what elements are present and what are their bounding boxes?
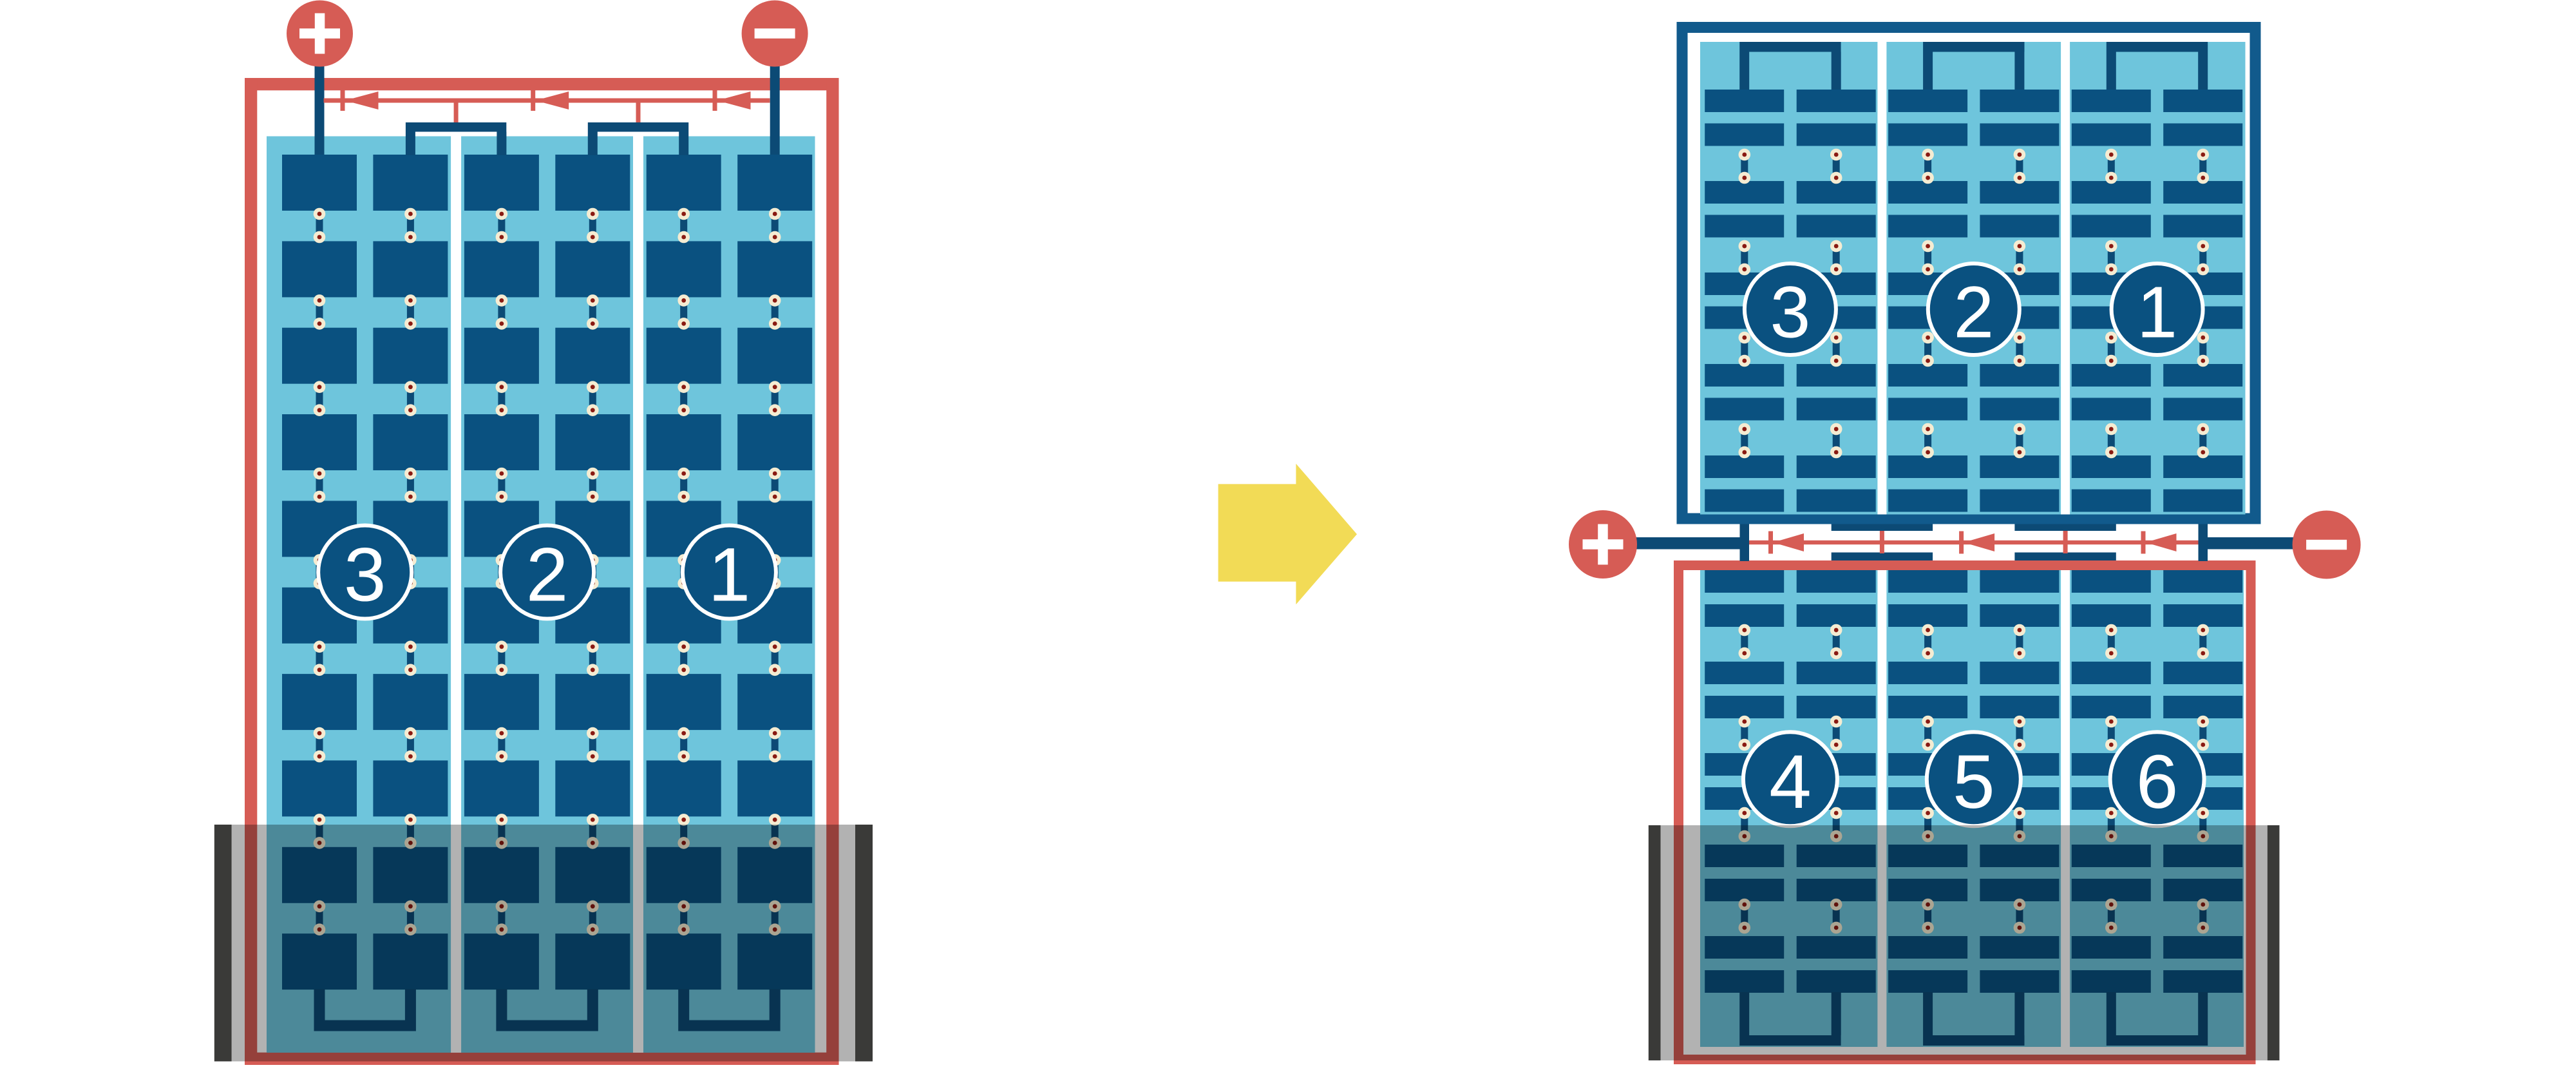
svg-text:1: 1	[708, 533, 751, 618]
svg-text:4: 4	[1769, 740, 1812, 825]
svg-text:1: 1	[2137, 272, 2177, 353]
svg-text:3: 3	[1770, 272, 1810, 353]
svg-text:2: 2	[526, 533, 569, 618]
svg-text:3: 3	[344, 533, 386, 618]
svg-text:5: 5	[1953, 740, 1995, 825]
svg-text:6: 6	[2136, 740, 2179, 825]
svg-text:2: 2	[1953, 272, 1994, 353]
